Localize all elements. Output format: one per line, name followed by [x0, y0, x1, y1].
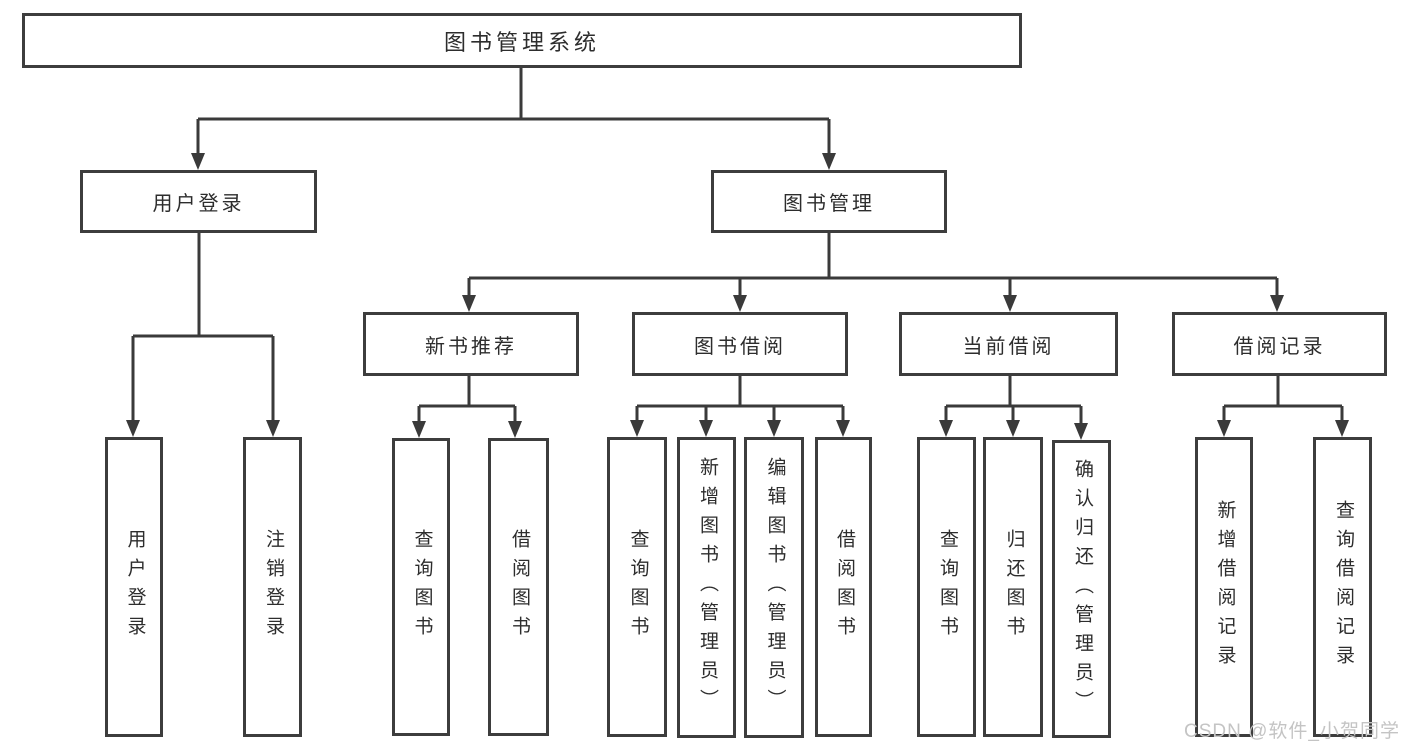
node-book-management: 图书管理 — [711, 170, 947, 233]
leaf-add-borrow-record: 新增借阅记录 — [1195, 437, 1253, 737]
node-user-login: 用户登录 — [80, 170, 317, 233]
leaf-query-books-a: 查询图书 — [392, 438, 450, 736]
node-borrowing-records: 借阅记录 — [1172, 312, 1387, 376]
leaf-confirm-return-admin-label: 确认归还（管理员） — [1071, 458, 1093, 720]
leaf-logout-login-label: 注销登录 — [262, 529, 284, 645]
node-new-book-recommend: 新书推荐 — [363, 312, 579, 376]
leaf-query-borrow-record: 查询借阅记录 — [1313, 437, 1372, 737]
leaf-edit-book-admin-label: 编辑图书（管理员） — [764, 457, 786, 718]
leaf-return-books: 归还图书 — [983, 437, 1043, 737]
leaf-add-book-admin: 新增图书（管理员） — [677, 437, 736, 738]
leaf-borrow-books-a: 借阅图书 — [488, 438, 549, 736]
leaf-borrow-books-b-label: 借阅图书 — [833, 529, 855, 645]
leaf-query-books-c-label: 查询图书 — [936, 529, 958, 645]
leaf-query-books-b-label: 查询图书 — [627, 529, 649, 645]
leaf-query-books-a-label: 查询图书 — [411, 529, 433, 645]
connector-stems — [131, 68, 1344, 424]
node-root: 图书管理系统 — [22, 13, 1022, 68]
leaf-add-book-admin-label: 新增图书（管理员） — [696, 457, 718, 718]
leaf-confirm-return-admin: 确认归还（管理员） — [1052, 440, 1111, 738]
csdn-watermark: CSDN @软件_小贺同学 — [1184, 721, 1400, 742]
leaf-query-borrow-record-label: 查询借阅记录 — [1332, 500, 1354, 674]
node-current-borrowing: 当前借阅 — [899, 312, 1118, 376]
leaf-user-login-label: 用户登录 — [124, 529, 146, 645]
leaf-query-books-c: 查询图书 — [917, 437, 976, 737]
leaf-borrow-books-b: 借阅图书 — [815, 437, 872, 737]
leaf-borrow-books-a-label: 借阅图书 — [508, 529, 530, 645]
leaf-return-books-label: 归还图书 — [1003, 529, 1025, 645]
leaf-edit-book-admin: 编辑图书（管理员） — [744, 437, 804, 738]
leaf-query-books-b: 查询图书 — [607, 437, 667, 737]
leaf-logout-login: 注销登录 — [243, 437, 302, 737]
leaf-add-borrow-record-label: 新增借阅记录 — [1214, 500, 1236, 674]
arrowheads — [126, 153, 1349, 440]
leaf-user-login: 用户登录 — [105, 437, 163, 737]
node-book-borrowing: 图书借阅 — [632, 312, 848, 376]
